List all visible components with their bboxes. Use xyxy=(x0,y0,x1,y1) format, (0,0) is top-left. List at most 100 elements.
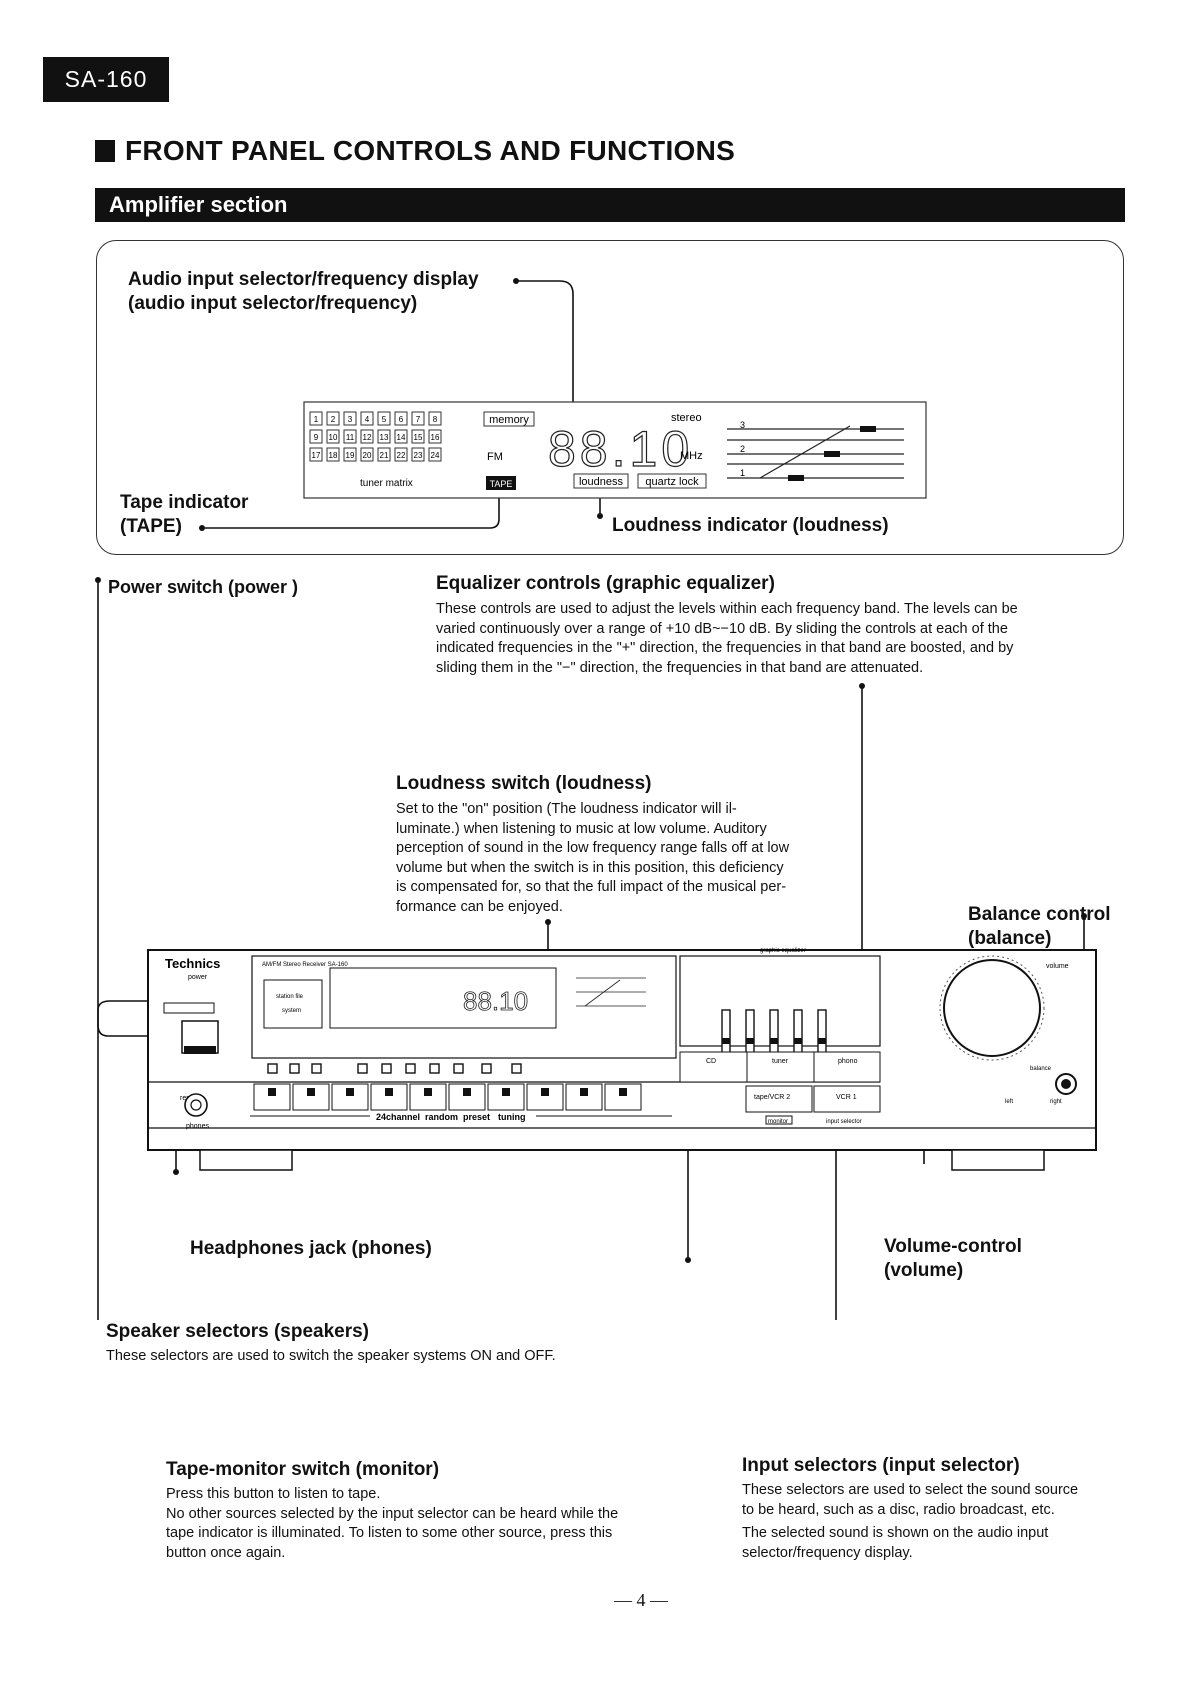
preset-key-4[interactable] xyxy=(370,1083,408,1111)
input-tuner-button[interactable]: tuner xyxy=(772,1058,789,1065)
svg-text:24: 24 xyxy=(431,451,440,460)
mode-button[interactable] xyxy=(357,1063,368,1074)
brand-logo: Technics xyxy=(165,956,220,971)
svg-text:22: 22 xyxy=(397,451,406,460)
loudness-switch-line: perception of sound in the low frequency… xyxy=(396,840,790,856)
loudness-switch-description: Loudness switch (loudness) Set to the "o… xyxy=(396,772,840,917)
svg-text:2: 2 xyxy=(331,415,336,424)
loudness-switch-line: luminate.) when listening to music at lo… xyxy=(396,820,767,837)
speaker-button-a[interactable] xyxy=(163,1002,215,1014)
phones-label: phones xyxy=(186,1123,209,1130)
preset-key-6[interactable] xyxy=(448,1083,486,1111)
tape-monitor-description: Tape-monitor switch (monitor) Press this… xyxy=(166,1458,702,1563)
tape-monitor-text: Press this button to listen to tape. No … xyxy=(166,1485,702,1563)
receiver-front-panel: Technics power remote phones AM/FM Stere… xyxy=(95,577,1097,1320)
preset-number-24: 24 xyxy=(428,447,442,462)
svg-text:19: 19 xyxy=(346,451,355,460)
preset-number-8: 8 xyxy=(428,411,442,426)
preset-number-6: 6 xyxy=(394,411,408,426)
equalizer-line: sliding them in the "−" direction, the f… xyxy=(436,659,924,676)
input-selector-line: The selected sound is shown on the audio… xyxy=(742,1525,1049,1541)
mode-button[interactable] xyxy=(429,1063,440,1074)
tuning-label-random: random xyxy=(425,1112,458,1122)
band-meter xyxy=(727,425,904,479)
preset-key-1[interactable] xyxy=(253,1083,291,1111)
tape-monitor-line: button once again. xyxy=(166,1544,286,1561)
band-2-label: 2 xyxy=(740,444,745,454)
preset-number-7: 7 xyxy=(411,411,425,426)
svg-text:10: 10 xyxy=(329,433,338,442)
stereo-label: stereo xyxy=(671,412,702,424)
svg-text:8: 8 xyxy=(433,415,438,424)
preset-key-2[interactable] xyxy=(292,1083,330,1111)
headphones-title: Headphones jack (phones) xyxy=(190,1238,432,1259)
monitor-button[interactable] xyxy=(765,1115,793,1125)
preset-number-19: 19 xyxy=(343,447,357,462)
audio-input-callout-title: Audio input selector/frequency display xyxy=(128,269,479,290)
svg-text:11: 11 xyxy=(346,433,355,442)
svg-text:20: 20 xyxy=(363,451,372,460)
memory-box xyxy=(483,411,535,427)
vcr1-label: VCR 1 xyxy=(836,1094,857,1101)
preset-number-23: 23 xyxy=(411,447,425,462)
loudness-switch-title: Loudness switch (loudness) xyxy=(396,773,652,794)
mode-button[interactable] xyxy=(453,1063,464,1074)
input-selector-text: These selectors are used to select the s… xyxy=(742,1481,1130,1563)
svg-text:9: 9 xyxy=(314,433,319,442)
equalizer-line: These controls are used to adjust the le… xyxy=(436,601,1018,617)
balance-title: Balance control xyxy=(968,904,1111,925)
speakers-text: These selectors are used to switch the s… xyxy=(106,1348,556,1364)
preset-key-5[interactable] xyxy=(409,1083,447,1111)
svg-text:5: 5 xyxy=(382,415,387,424)
preset-key-3[interactable] xyxy=(331,1083,369,1111)
loudness-switch-line: formance can be enjoyed. xyxy=(396,898,563,915)
preset-key-8[interactable] xyxy=(526,1083,564,1111)
preset-key-0[interactable] xyxy=(604,1083,642,1111)
receiver-mini-meter xyxy=(576,977,646,1007)
page-title-text: FRONT PANEL CONTROLS AND FUNCTIONS xyxy=(125,135,736,166)
speakers-title: Speaker selectors (speakers) xyxy=(106,1321,369,1342)
input-selector-row xyxy=(679,1051,881,1083)
preset-number-15: 15 xyxy=(411,429,425,444)
speaker-button-b[interactable] xyxy=(184,1046,216,1054)
leader-dot xyxy=(685,1257,691,1263)
left-label: left xyxy=(1005,1099,1013,1105)
balance-subtitle: (balance) xyxy=(968,928,1052,949)
input-selector-title: Input selectors (input selector) xyxy=(742,1455,1020,1476)
mode-button[interactable] xyxy=(311,1063,322,1074)
preset-number-12: 12 xyxy=(360,429,374,444)
tape-indicator-box xyxy=(486,476,516,490)
preset-key-row xyxy=(253,1083,642,1111)
system-label: system xyxy=(282,1008,301,1014)
tape-monitor-line: No other sources selected by the input s… xyxy=(166,1505,619,1522)
preset-key-7[interactable] xyxy=(487,1083,525,1111)
loudness-indicator-callout: Loudness indicator (loudness) xyxy=(612,515,889,536)
section-title: Amplifier section xyxy=(109,192,288,217)
band-1-marker xyxy=(788,475,804,481)
preset-number-13: 13 xyxy=(377,429,391,444)
mode-button[interactable] xyxy=(267,1063,278,1074)
mode-button[interactable] xyxy=(481,1063,492,1074)
equalizer-text: These controls are used to adjust the le… xyxy=(436,600,1126,678)
mode-button[interactable] xyxy=(381,1063,392,1074)
quartz-lock-box xyxy=(637,473,707,489)
preset-key-9[interactable] xyxy=(565,1083,603,1111)
preset-number-18: 18 xyxy=(326,447,340,462)
leader-dot xyxy=(513,278,519,284)
input-cd-button[interactable]: CD xyxy=(706,1058,716,1065)
mode-button[interactable] xyxy=(511,1063,522,1074)
quartz-lock-label: quartz lock xyxy=(645,476,699,488)
station-file-box xyxy=(263,979,323,1029)
tape-vcr2-button[interactable] xyxy=(745,1085,813,1113)
svg-text:3: 3 xyxy=(348,415,353,424)
band-2-marker xyxy=(824,451,840,457)
mode-button[interactable] xyxy=(405,1063,416,1074)
volume-knob[interactable] xyxy=(943,959,1041,1057)
loudness-switch-line: volume but when the switch is in this po… xyxy=(396,859,784,876)
vcr1-button[interactable] xyxy=(813,1085,881,1113)
balance-label: balance xyxy=(1030,1066,1052,1072)
input-phono-button[interactable]: phono xyxy=(838,1058,858,1065)
mode-button[interactable] xyxy=(289,1063,300,1074)
